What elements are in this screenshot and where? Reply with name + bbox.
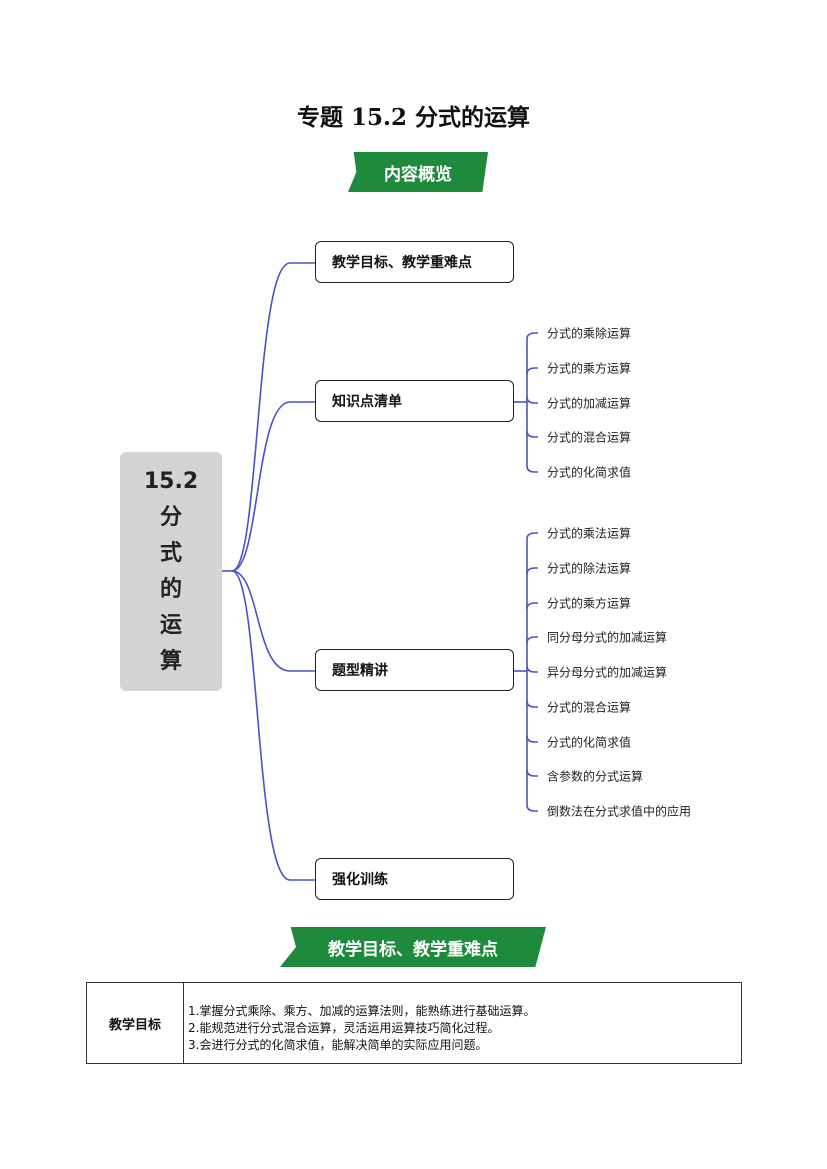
mindmap-leaf: 分式的混合运算 (547, 700, 632, 715)
branch-connector (231, 570, 315, 881)
leaf-tick (526, 396, 538, 404)
mindmap-leaf: 分式的化简求值 (547, 465, 632, 480)
mindmap-leaf: 分式的乘法运算 (547, 526, 632, 541)
leaf-tick (526, 636, 538, 644)
mindmap-branch: 知识点清单 (315, 380, 514, 422)
section-banner-goals: 教学目标、教学重难点 (280, 927, 546, 967)
goals-table-content: 1.掌握分式乘除、乘方、加减的运算法则，能熟练进行基础运算。 2.能规范进行分式… (183, 982, 742, 1064)
leaf-tick (526, 567, 538, 575)
leaf-tick (526, 430, 538, 438)
leaf-tick (526, 735, 538, 743)
mindmap-leaf: 分式的混合运算 (547, 430, 632, 445)
branch-connector (231, 570, 315, 672)
mindmap-root: 15.2 分 式 的 运 算 (120, 452, 222, 691)
mindmap-leaf: 倒数法在分式求值中的应用 (547, 804, 692, 819)
goals-table: 教学目标 1.掌握分式乘除、乘方、加减的运算法则，能熟练进行基础运算。 2.能规… (86, 982, 742, 1064)
leaf-tick (526, 804, 538, 812)
mindmap-branch: 题型精讲 (315, 649, 514, 691)
mindmap-leaf: 异分母分式的加减运算 (547, 665, 668, 680)
leaf-tick (526, 700, 538, 708)
leaf-tick (526, 665, 538, 673)
goal-line: 3.会进行分式的化简求值，能解决简单的实际应用问题。 (188, 1038, 488, 1052)
mindmap-leaf: 分式的加减运算 (547, 396, 632, 411)
leaf-tick (526, 332, 538, 340)
leaf-tick (526, 367, 538, 375)
page-title: 专题 15.2 分式的运算 (296, 104, 531, 131)
branch-connector (231, 262, 315, 572)
leaf-tick (526, 532, 538, 540)
goals-table-header: 教学目标 (86, 982, 184, 1064)
mindmap-branch: 教学目标、教学重难点 (315, 241, 514, 283)
mindmap-leaf: 同分母分式的加减运算 (547, 630, 668, 645)
mindmap-branch: 强化训练 (315, 858, 514, 900)
branch-connector (231, 401, 315, 572)
mindmap-leaf: 分式的乘方运算 (547, 361, 632, 376)
mindmap-leaf: 分式的乘方运算 (547, 596, 632, 611)
mindmap-leaf: 分式的乘除运算 (547, 326, 632, 341)
leaf-tick (526, 602, 538, 610)
goal-line: 2.能规范进行分式混合运算，灵活运用运算技巧简化过程。 (188, 1021, 500, 1035)
leaf-tick (526, 769, 538, 777)
mindmap-leaf: 分式的除法运算 (547, 561, 632, 576)
mindmap-leaf: 含参数的分式运算 (547, 769, 644, 784)
goal-line: 1.掌握分式乘除、乘方、加减的运算法则，能熟练进行基础运算。 (188, 1004, 536, 1018)
mindmap-leaf: 分式的化简求值 (547, 735, 632, 750)
section-banner-overview: 内容概览 (348, 152, 488, 192)
leaf-tick (526, 465, 538, 473)
